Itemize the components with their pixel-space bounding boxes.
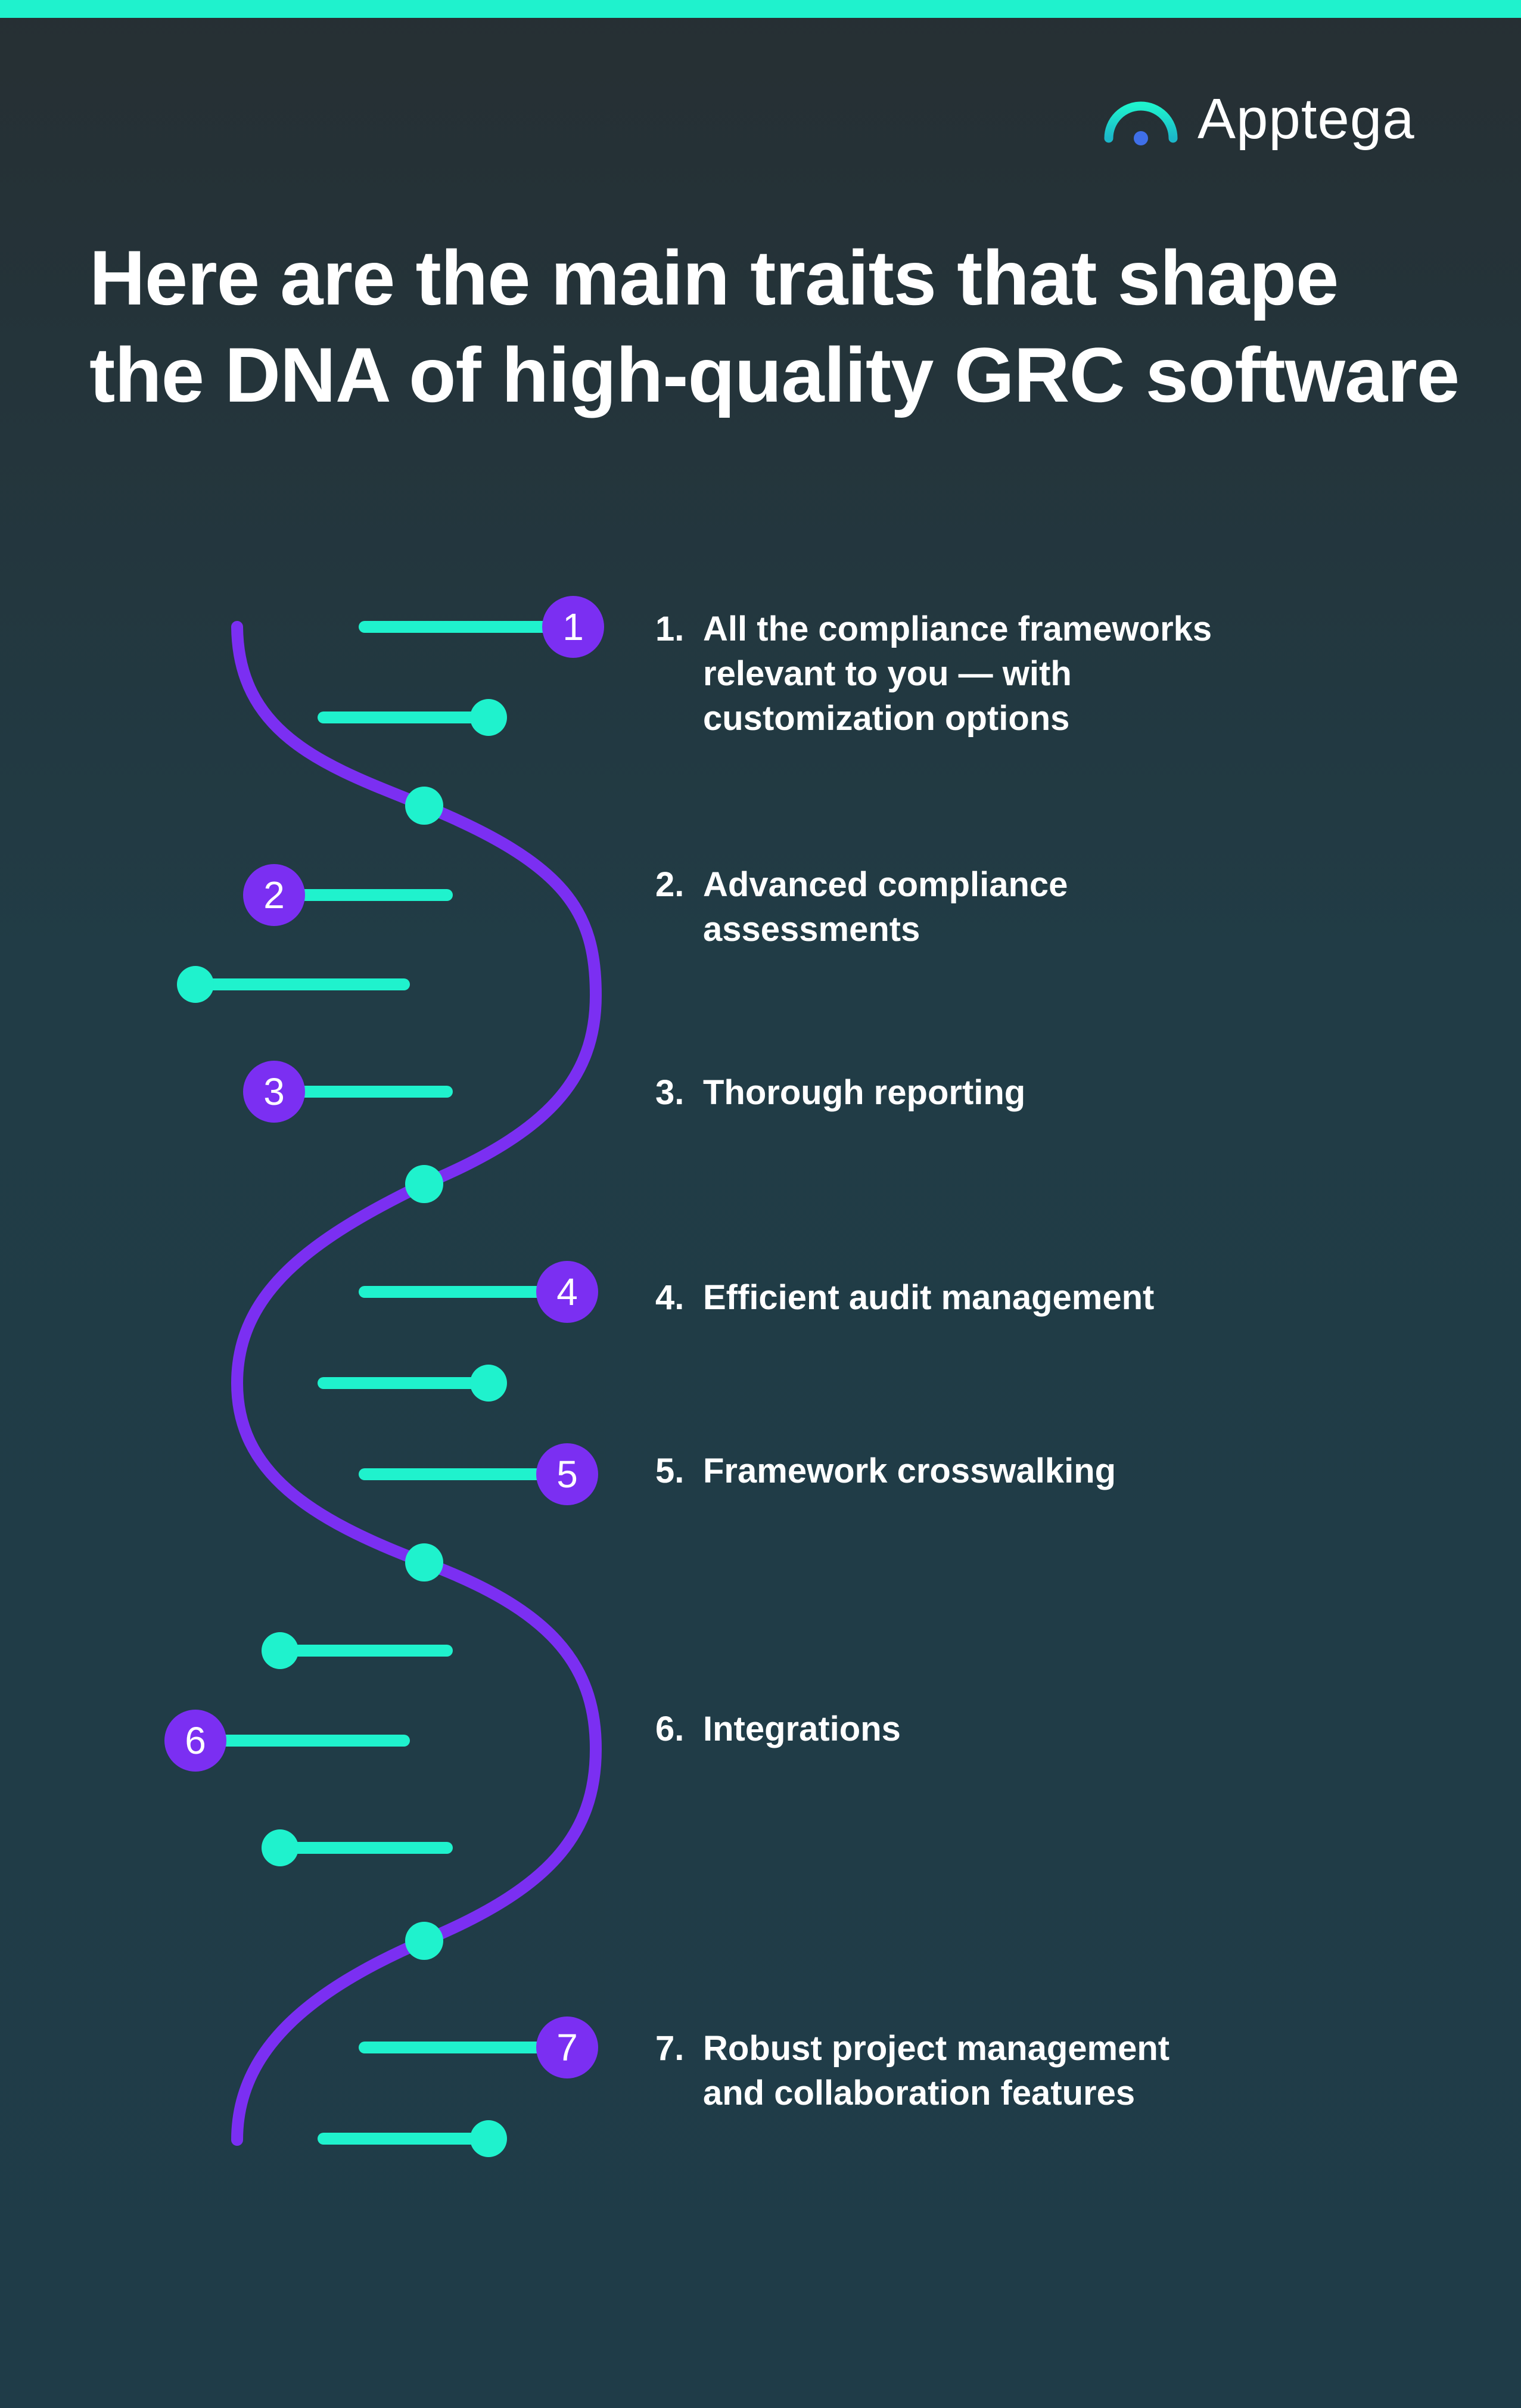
helix-rung-dot — [470, 1365, 507, 1402]
trait-item-2: 2. Advanced compliance assessments — [655, 862, 1478, 952]
helix-rung-dot — [262, 1829, 298, 1866]
step-badge-7: 7 — [536, 2016, 598, 2078]
trait-item-7: 7. Robust project management and collabo… — [655, 2026, 1478, 2115]
trait-item-6: 6. Integrations — [655, 1707, 1478, 1751]
apptega-arc-logo-icon — [1104, 101, 1178, 145]
trait-number: 6. — [655, 1710, 685, 1748]
trait-text: Integrations — [703, 1710, 901, 1748]
helix-rung-dot — [262, 1632, 298, 1669]
headline: Here are the main traits that shape the … — [89, 234, 1460, 418]
trait-item-1: 1. All the compliance frameworks relevan… — [655, 607, 1478, 741]
step-badge-3: 3 — [243, 1061, 305, 1123]
step-badge-6: 6 — [164, 1710, 226, 1772]
trait-text: Advanced compliance assessments — [703, 865, 1068, 949]
helix-rung-dot — [470, 699, 507, 736]
trait-number: 1. — [655, 610, 685, 648]
trait-text: Thorough reporting — [703, 1073, 1026, 1112]
trait-number: 5. — [655, 1452, 685, 1490]
apptega-logo: Apptega — [1099, 89, 1433, 161]
helix-rung-dot — [470, 2120, 507, 2157]
trait-item-3: 3. Thorough reporting — [655, 1070, 1478, 1115]
top-accent-bar — [0, 0, 1521, 18]
trait-text: Efficient audit management — [703, 1278, 1155, 1317]
helix-rung-dot — [177, 966, 214, 1003]
helix-node-dot — [405, 787, 443, 825]
helix-node-dot — [405, 1165, 443, 1203]
trait-number: 2. — [655, 865, 685, 904]
trait-number: 3. — [655, 1073, 685, 1112]
trait-item-5: 5. Framework crosswalking — [655, 1449, 1478, 1493]
trait-text: Framework crosswalking — [703, 1452, 1116, 1490]
step-badge-2: 2 — [243, 864, 305, 926]
helix-node-dot — [405, 1543, 443, 1581]
step-badge-4: 4 — [536, 1261, 598, 1323]
trait-text: All the compliance frameworks relevant t… — [703, 610, 1212, 738]
brand-name: Apptega — [1197, 87, 1415, 151]
helix-node-dot — [405, 1922, 443, 1960]
step-badge-5: 5 — [536, 1443, 598, 1505]
trait-number: 7. — [655, 2029, 685, 2068]
trait-number: 4. — [655, 1278, 685, 1317]
trait-item-4: 4. Efficient audit management — [655, 1275, 1478, 1320]
trait-text: Robust project management and collaborat… — [703, 2029, 1170, 2112]
helix-strand — [231, 621, 602, 2146]
step-badge-1: 1 — [542, 596, 604, 658]
